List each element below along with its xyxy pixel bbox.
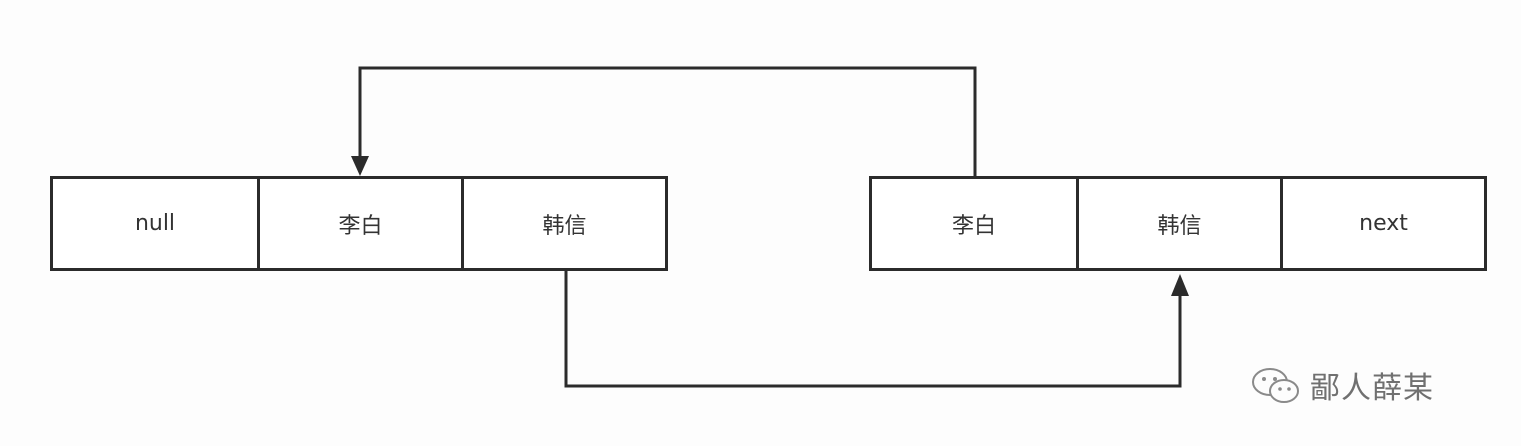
node-cell-value: 韩信	[1076, 176, 1283, 271]
node-cell-next: 韩信	[461, 176, 668, 271]
node-cell-prev: 李白	[869, 176, 1079, 271]
next-pointer-line	[564, 271, 1182, 388]
list-node-left: null 李白 韩信	[50, 176, 668, 271]
next-pointer-arrowhead	[1171, 274, 1189, 296]
prev-pointer-line	[358, 66, 977, 176]
node-cell-value: 李白	[257, 176, 464, 271]
list-node-right: 李白 韩信 next	[869, 176, 1487, 271]
prev-pointer-arrowhead	[351, 156, 369, 176]
node-cell-next: next	[1280, 176, 1487, 271]
watermark-text: 鄙人薛某	[1310, 371, 1434, 406]
wechat-icon	[1250, 365, 1302, 405]
watermark: 鄙人薛某	[1250, 363, 1434, 407]
node-cell-prev: null	[50, 176, 260, 271]
